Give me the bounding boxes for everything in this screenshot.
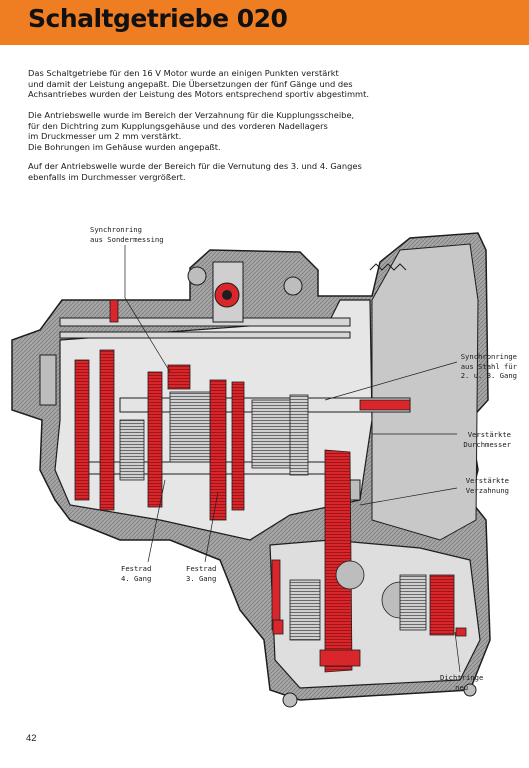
text-line: und damit der Leistung angepaßt. Die Übe… <box>28 78 353 89</box>
selector-shaft <box>212 261 244 323</box>
text-line: Das Schaltgetriebe für den 16 V Motor wu… <box>28 68 339 78</box>
upper-gear-set <box>74 349 245 521</box>
intro-paragraph: Das Schaltgetriebe für den 16 V Motor wu… <box>28 68 498 100</box>
title-banner: Schaltgetriebe 020 <box>0 0 529 45</box>
text-line: im Druckmesser um 2 mm verstärkt. <box>28 131 182 142</box>
label-verstaerkte-verzahnung: Verstärkte Verzahnung <box>465 476 509 495</box>
text-line: für den Dichtring zum Kupplungsgehäuse u… <box>28 120 328 131</box>
housing-bolts <box>39 266 477 708</box>
synchro-gear-set <box>119 391 309 481</box>
page-number: 42 <box>26 733 37 744</box>
text-line: ebenfalls im Durchmesser vergrößert. <box>28 171 186 182</box>
text-line: Achsantriebes wurden der Leistung des Mo… <box>28 89 370 100</box>
shift-rods <box>59 299 351 339</box>
text-line: Die Antriebswelle wurde im Bereich der V… <box>28 110 355 120</box>
label-synchronringe: Synchronringe aus Stahl für 2. u. 3. Gan… <box>460 352 517 381</box>
antriebswelle-paragraph: Die Antriebswelle wurde im Bereich der V… <box>28 110 498 152</box>
label-festrad-3-gang: Festrad 3. Gang <box>186 564 217 583</box>
vernutung-paragraph: Auf der Antriebswelle wurde der Bereich … <box>28 161 498 182</box>
label-synchronring: Synchronring aus Sondermessing <box>90 225 164 244</box>
label-festrad-4-gang: Festrad 4. Gang <box>121 564 152 583</box>
label-verstaerkte-durchmesser: Verstärkte Durchmesser <box>463 430 511 449</box>
page-title: Schaltgetriebe 020 <box>28 4 288 33</box>
label-dichtringe: Dichtringe neu <box>440 673 484 692</box>
differential-components <box>271 559 467 641</box>
label-leader-lines <box>124 245 461 673</box>
text-line: Auf der Antriebswelle wurde der Bereich … <box>28 161 362 171</box>
text-line: Die Bohrungen im Gehäuse wurden angepaßt… <box>28 141 221 152</box>
final-drive-pinion <box>319 449 361 673</box>
detent-spring <box>369 263 407 271</box>
